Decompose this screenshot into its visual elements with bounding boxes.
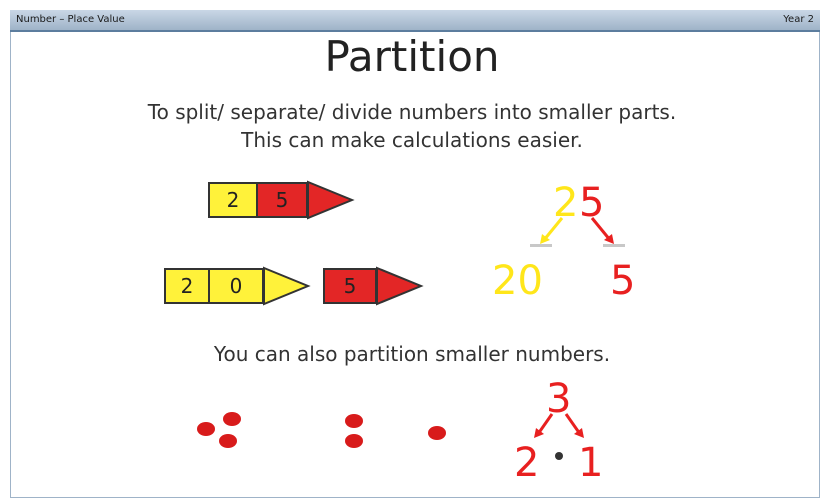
tree-dash-left bbox=[530, 244, 552, 247]
pointer-yellow-arrow-icon bbox=[263, 266, 311, 306]
page-title: Partition bbox=[324, 32, 500, 81]
counter-dot bbox=[223, 412, 241, 426]
counter-dot bbox=[428, 426, 446, 440]
subtitle-line-1: To split/ separate/ divide numbers into … bbox=[147, 100, 677, 124]
separator-dot bbox=[555, 452, 563, 460]
counter-dot bbox=[345, 434, 363, 448]
tens-box-2: 2 bbox=[164, 268, 210, 304]
counter-dot bbox=[219, 434, 237, 448]
branch-arrows-red-icon bbox=[534, 413, 584, 438]
slide-frame bbox=[10, 10, 820, 498]
tens-digit-box: 2 bbox=[208, 182, 258, 218]
counter-dot bbox=[197, 422, 215, 436]
subtitle-line-2: This can make calculations easier. bbox=[241, 128, 583, 152]
tree-top-tens: 2 bbox=[553, 180, 579, 226]
header-year: Year 2 bbox=[783, 14, 814, 25]
tree-part-right: 5 bbox=[610, 258, 636, 304]
pointer-red-arrow-icon-2 bbox=[376, 266, 424, 306]
slide-header: Number – Place Value Year 2 bbox=[10, 10, 820, 32]
pointer-red-arrow-icon bbox=[307, 180, 355, 220]
tree-part-left: 20 bbox=[492, 258, 543, 304]
tens-box-0: 0 bbox=[208, 268, 264, 304]
header-topic: Number – Place Value bbox=[16, 14, 125, 25]
smaller-numbers-text: You can also partition smaller numbers. bbox=[213, 342, 611, 366]
tree3-right: 1 bbox=[578, 440, 604, 486]
tree-dash-right bbox=[603, 244, 625, 247]
tree3-left: 2 bbox=[514, 440, 540, 486]
ones-digit-box: 5 bbox=[256, 182, 308, 218]
ones-box-5: 5 bbox=[323, 268, 377, 304]
counter-dot bbox=[345, 414, 363, 428]
branch-arrows-icon bbox=[540, 217, 614, 244]
